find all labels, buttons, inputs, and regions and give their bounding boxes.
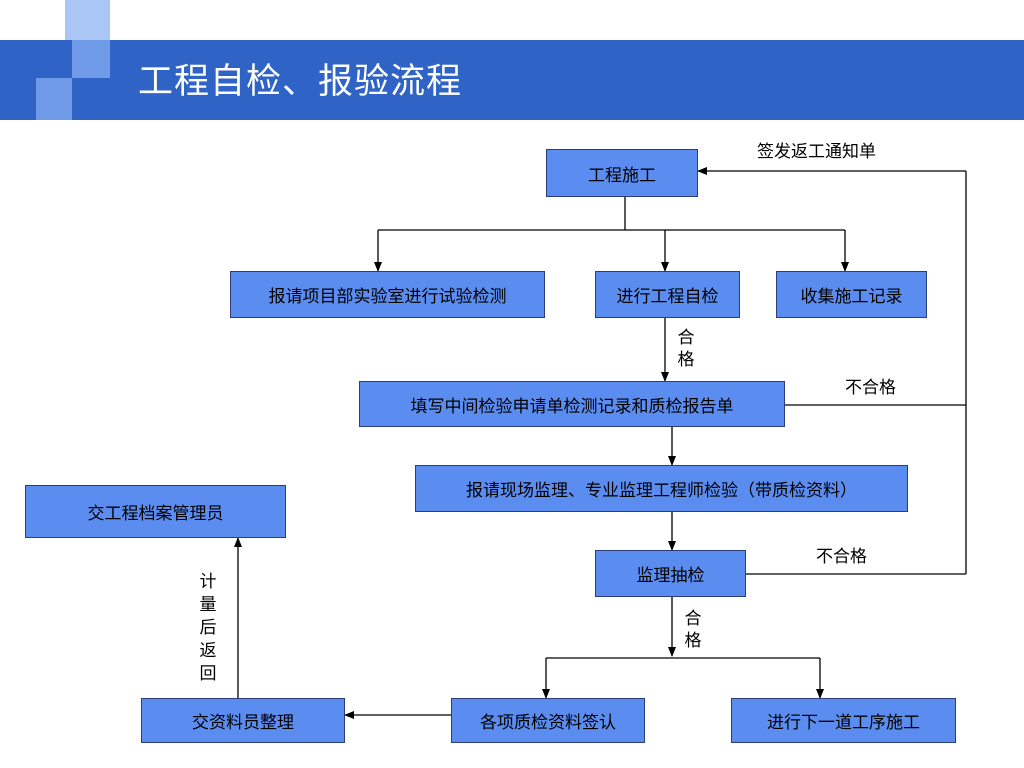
node-fill-forms: 填写中间检验申请单检测记录和质检报告单 (359, 381, 785, 427)
page-title: 工程自检、报验流程 (138, 62, 463, 102)
node-next-process: 进行下一道工序施工 (731, 698, 956, 743)
label-return-after-measure: 计量后返回 (199, 572, 217, 684)
node-lab-test: 报请项目部实验室进行试验检测 (230, 271, 545, 318)
label-rework-notice: 签发返工通知单 (757, 142, 876, 162)
header-band (0, 40, 1024, 120)
node-sign-docs: 各项质检资料签认 (451, 698, 645, 743)
label-pass-2: 合格 (684, 609, 702, 651)
decor-square (72, 40, 110, 78)
node-construction: 工程施工 (546, 149, 698, 197)
label-fail-1: 不合格 (845, 378, 896, 398)
node-spot-check: 监理抽检 (595, 550, 746, 597)
node-self-check: 进行工程自检 (595, 271, 740, 318)
decor-square (36, 78, 72, 120)
node-report-supervisor: 报请现场监理、专业监理工程师检验（带质检资料） (415, 465, 908, 512)
node-clerk-organize: 交资料员整理 (141, 698, 345, 743)
node-collect-records: 收集施工记录 (776, 271, 927, 318)
label-pass-1: 合格 (677, 328, 695, 370)
node-archive-manager: 交工程档案管理员 (25, 485, 286, 538)
label-fail-2: 不合格 (816, 547, 867, 567)
decor-square (65, 0, 110, 40)
